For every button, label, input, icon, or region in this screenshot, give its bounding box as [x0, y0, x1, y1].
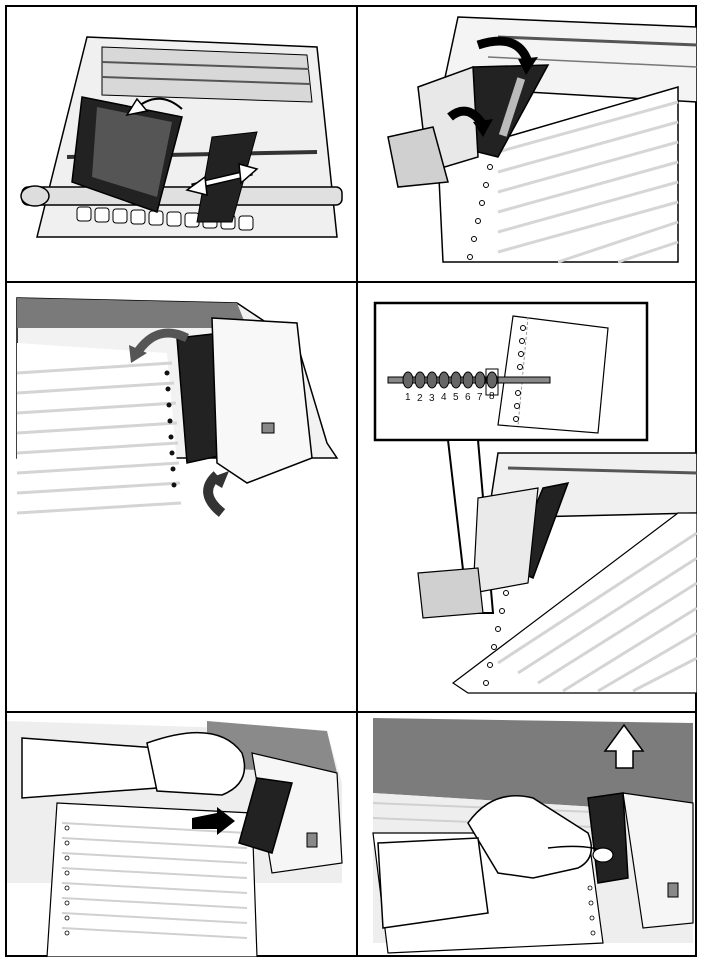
- panel-step-2: [358, 7, 697, 281]
- scale-number-2: 2: [417, 393, 423, 404]
- panel-step-6: [358, 713, 697, 957]
- instruction-grid: 1 2 3 4 5 6 7 8: [5, 5, 697, 957]
- scale-number-1: 1: [405, 392, 411, 403]
- panel-step-5: [7, 713, 356, 957]
- scale-number-3: 3: [429, 393, 435, 404]
- panel-step-3: [7, 283, 356, 711]
- scale-number-8: 8: [489, 391, 495, 402]
- hand-push-tractor-illustration: [7, 713, 356, 957]
- panel-step-1: [7, 7, 356, 281]
- paper-load-tractor-illustration: [7, 283, 356, 711]
- tractor-open-slide-illustration: [7, 7, 356, 281]
- hand-lift-lever-illustration: [358, 713, 697, 957]
- tractor-lock-lever-illustration: [358, 7, 697, 281]
- scale-number-5: 5: [453, 392, 459, 403]
- scale-number-4: 4: [441, 392, 447, 403]
- panel-step-4: 1 2 3 4 5 6 7 8: [358, 283, 697, 711]
- scale-number-6: 6: [465, 392, 471, 403]
- scale-number-7: 7: [477, 392, 483, 403]
- paper-position-scale-illustration: 1 2 3 4 5 6 7 8: [358, 283, 697, 711]
